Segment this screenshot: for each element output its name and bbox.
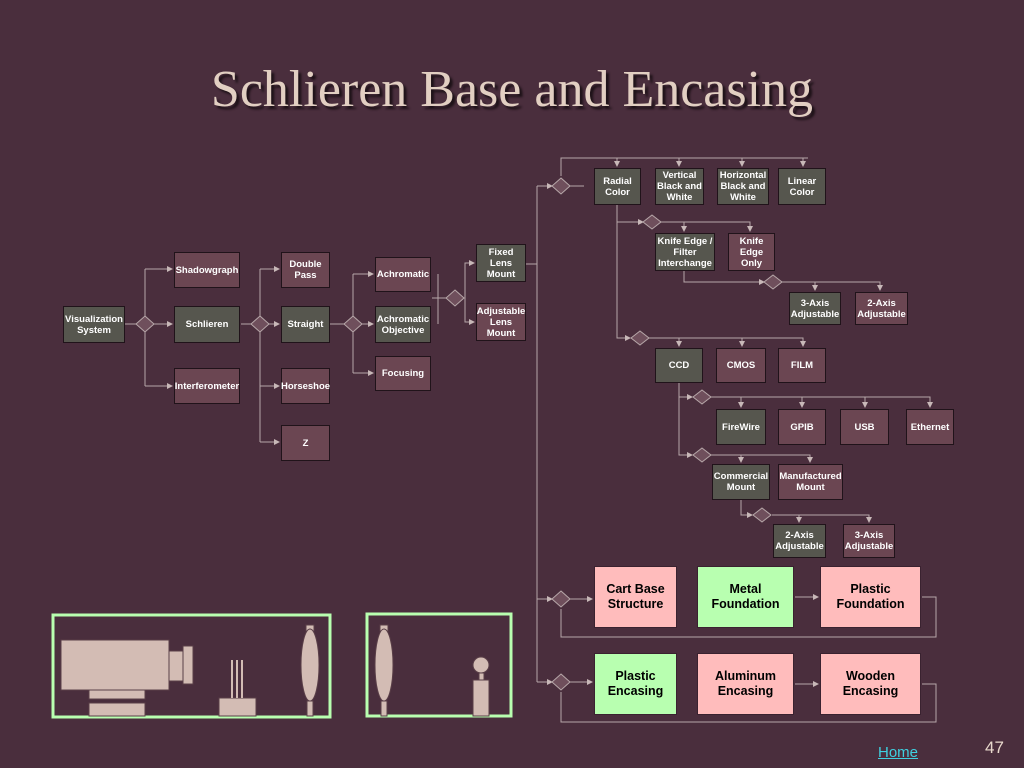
option-plastic-foundation: Plastic Foundation [820, 566, 921, 628]
node-2-axis-adjustable-mount: 2-Axis Adjustable [773, 524, 826, 558]
node-3-axis-adjustable: 3-Axis Adjustable [789, 292, 841, 325]
node-double-pass: Double Pass [281, 252, 330, 288]
light-source-illustration [365, 612, 513, 718]
node-gpib: GPIB [778, 409, 826, 445]
node-horizontal-black-and-white: Horizontal Black and White [717, 168, 769, 205]
node-film: FILM [778, 348, 826, 383]
page-title: Schlieren Base and Encasing [210, 61, 814, 118]
node-commercial-mount: Commercial Mount [712, 464, 770, 500]
slide-number: 47 [985, 738, 1004, 757]
knife-edge-stand [218, 697, 257, 717]
node-radial-color: Radial Color [594, 168, 641, 205]
option-aluminum-encasing: Aluminum Encasing [697, 653, 794, 715]
light-bulb [472, 656, 490, 674]
home-link[interactable]: Home [878, 744, 919, 761]
camera-stand [88, 689, 146, 700]
node-adjustable-lens-mount: Adjustable Lens Mount [476, 303, 526, 341]
option-wooden-encasing: Wooden Encasing [820, 653, 921, 715]
lens-shape-2 [374, 628, 394, 702]
option-metal-foundation: Metal Foundation [697, 566, 794, 628]
node-usb: USB [840, 409, 889, 445]
camera-body [60, 639, 170, 691]
node-fixed-lens-mount: Fixed Lens Mount [476, 244, 526, 282]
node-knife-edge-filter-interchange: Knife Edge / Filter Interchange [655, 233, 715, 271]
node-2-axis-adjustable: 2-Axis Adjustable [855, 292, 908, 325]
node-achromatic: Achromatic [375, 257, 431, 292]
node-ethernet: Ethernet [906, 409, 954, 445]
node-schlieren: Schlieren [174, 306, 240, 343]
decision-diamonds [135, 177, 783, 691]
node-firewire: FireWire [716, 409, 766, 445]
node-z: Z [281, 425, 330, 461]
node-knife-edge-only: Knife Edge Only [728, 233, 775, 271]
node-visualization-system: Visualization System [63, 306, 125, 343]
light-stand [472, 679, 490, 717]
camera-lens [168, 650, 184, 682]
node-shadowgraph: Shadowgraph [174, 252, 240, 288]
node-ccd: CCD [655, 348, 703, 383]
node-focusing: Focusing [375, 356, 431, 391]
node-straight: Straight [281, 306, 330, 343]
node-achromatic-objective: Achromatic Objective [375, 306, 431, 343]
node-manufactured-mount: Manufactured Mount [778, 464, 843, 500]
node-horseshoe: Horseshoe [281, 368, 330, 404]
option-plastic-encasing: Plastic Encasing [594, 653, 677, 715]
node-3-axis-adjustable-mount: 3-Axis Adjustable [843, 524, 895, 558]
camera-setup-illustration [51, 613, 332, 719]
node-vertical-black-and-white: Vertical Black and White [655, 168, 704, 205]
node-linear-color: Linear Color [778, 168, 826, 205]
lens-shape [300, 628, 320, 702]
option-cart-base-structure: Cart Base Structure [594, 566, 677, 628]
node-interferometer: Interferometer [174, 368, 240, 404]
node-cmos: CMOS [716, 348, 766, 383]
